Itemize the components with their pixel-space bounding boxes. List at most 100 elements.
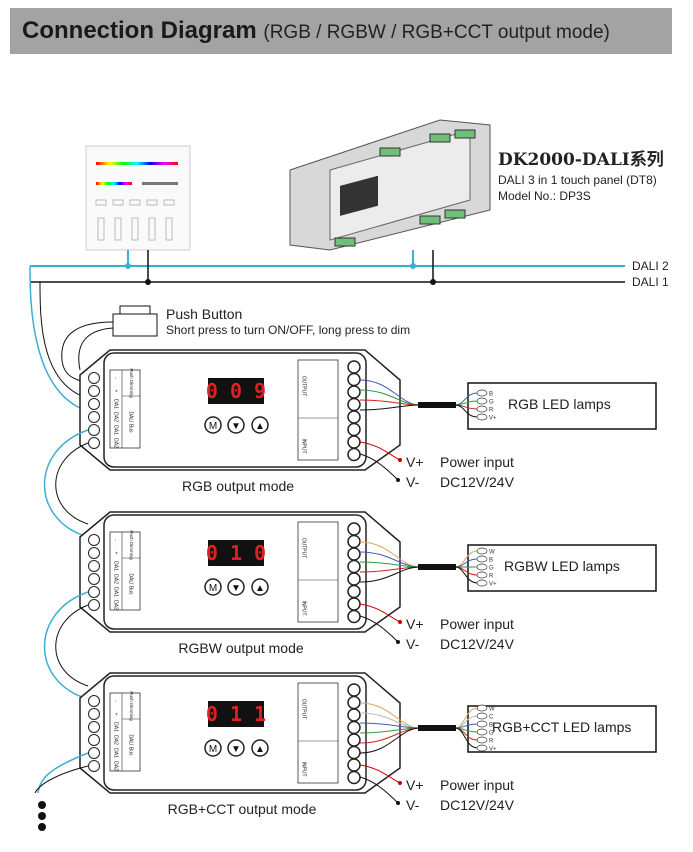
button-mode[interactable] bbox=[204, 416, 222, 434]
power-vplus-dot bbox=[398, 458, 402, 462]
output-terminal-screw bbox=[347, 385, 361, 399]
output-terminal-screw bbox=[347, 435, 361, 449]
terminal-label: + bbox=[113, 713, 119, 716]
input-label: INPUT bbox=[301, 762, 307, 777]
dali1-chain-wire bbox=[55, 604, 89, 687]
lamp-wire-V+ bbox=[454, 727, 479, 749]
input-terminal-screw bbox=[88, 734, 100, 746]
lamp-wire-label: R bbox=[489, 574, 494, 580]
power-vplus-dot bbox=[398, 620, 402, 624]
power-input-label: Power input bbox=[440, 454, 514, 470]
output-terminal-screw bbox=[347, 397, 361, 412]
button-down[interactable] bbox=[227, 739, 245, 757]
input-terminal-screw bbox=[88, 398, 100, 410]
push-dimming-label: Push Dimming bbox=[129, 530, 134, 560]
button-up[interactable] bbox=[251, 578, 269, 596]
output-terminal-screw bbox=[347, 745, 361, 760]
power-vminus-dot bbox=[396, 478, 400, 482]
button-mode[interactable] bbox=[204, 739, 222, 757]
bus-junction-dot bbox=[145, 279, 151, 285]
power-vplus-wire bbox=[359, 441, 401, 461]
input-terminal-screw bbox=[88, 385, 100, 397]
vplus-label: V+ bbox=[406, 454, 424, 470]
dali1-out-wire bbox=[34, 765, 89, 794]
power-vplus-wire bbox=[359, 603, 401, 623]
lamp-label: RGB LED lamps bbox=[508, 396, 611, 412]
output-label-block bbox=[297, 521, 339, 623]
input-terminal-screw bbox=[88, 708, 100, 720]
push-dimming-label: Push Dimming bbox=[129, 368, 134, 398]
input-terminal-screw bbox=[88, 599, 100, 611]
button-down[interactable] bbox=[227, 416, 245, 434]
output-terminal-screw bbox=[347, 372, 361, 387]
power-vminus-wire bbox=[359, 615, 399, 643]
input-label: INPUT bbox=[301, 439, 307, 454]
cable-sheath bbox=[418, 725, 456, 731]
mode-label: RGB output mode bbox=[182, 478, 295, 494]
button-label: M bbox=[209, 421, 217, 432]
vplus-label: V+ bbox=[406, 616, 424, 632]
input-terminal-screw bbox=[88, 534, 100, 546]
continuation-dot bbox=[38, 812, 46, 820]
cable-sheath bbox=[418, 402, 456, 408]
power-input-label: Power input bbox=[440, 777, 514, 793]
lamp-terminal bbox=[476, 571, 488, 579]
lamp-wire-label: G bbox=[489, 731, 494, 737]
power-vminus-dot bbox=[396, 640, 400, 644]
power-voltage-label: DC12V/24V bbox=[440, 797, 514, 813]
input-terminal-screw bbox=[88, 747, 100, 759]
lamp-terminal bbox=[476, 736, 488, 744]
terminal-label: - bbox=[113, 700, 119, 702]
terminal-label: DA2 bbox=[113, 735, 119, 745]
panel-zone-button bbox=[95, 199, 107, 206]
input-label: INPUT bbox=[301, 601, 307, 616]
button-up[interactable] bbox=[251, 416, 269, 434]
lamp-wire-label: V+ bbox=[489, 747, 497, 753]
lamp-box bbox=[467, 382, 657, 430]
input-terminal-label-block bbox=[109, 369, 141, 449]
button-up[interactable] bbox=[251, 739, 269, 757]
lamp-terminal bbox=[476, 712, 488, 720]
output-wire-V+ bbox=[359, 566, 421, 583]
push-button-desc: Short press to turn ON/OFF, long press t… bbox=[166, 323, 411, 337]
power-input-label: Power input bbox=[440, 616, 514, 632]
dali2-chain-wire bbox=[43, 429, 89, 538]
power-vminus-wire bbox=[359, 776, 399, 804]
button-label: M bbox=[209, 583, 217, 594]
vminus-label: V- bbox=[406, 474, 420, 490]
panel-zone-key bbox=[148, 217, 156, 241]
rgb-slider bbox=[96, 182, 132, 185]
power-vplus-wire bbox=[359, 764, 401, 784]
power-vminus-dot bbox=[396, 801, 400, 805]
lamp-wire-label: B bbox=[489, 392, 493, 398]
output-terminal-screw bbox=[347, 447, 361, 462]
led-display bbox=[208, 701, 264, 727]
push-button-title: Push Button bbox=[166, 306, 243, 322]
dali2-chain-wire bbox=[43, 591, 89, 700]
output-terminal-screw bbox=[347, 609, 361, 624]
input-terminal-screw bbox=[88, 372, 100, 384]
output-label: OUTPUT bbox=[301, 699, 307, 720]
input-terminal-screw bbox=[88, 547, 100, 559]
output-terminal-screw bbox=[347, 559, 361, 574]
lamp-wire-V+ bbox=[454, 566, 479, 584]
button-down[interactable] bbox=[227, 578, 245, 596]
terminal-label: + bbox=[113, 390, 119, 393]
lamp-terminal bbox=[476, 405, 488, 413]
button-mode[interactable] bbox=[204, 578, 222, 596]
output-wire-V+ bbox=[359, 404, 421, 411]
lamp-terminal bbox=[476, 389, 488, 397]
lamp-wire-label: B bbox=[489, 558, 493, 564]
input-terminal-screw bbox=[88, 573, 100, 585]
panel-zone-button bbox=[163, 199, 175, 206]
dali1-label: DALI 1 bbox=[632, 275, 669, 289]
input-terminal-screw bbox=[88, 411, 100, 423]
panel-zone-key bbox=[114, 217, 122, 241]
device-terminal bbox=[334, 237, 356, 247]
input-terminal-label-block bbox=[109, 692, 141, 772]
output-terminal-screw bbox=[347, 534, 361, 549]
output-wire-V+ bbox=[359, 727, 421, 754]
button-label: ▲ bbox=[255, 583, 265, 594]
vminus-label: V- bbox=[406, 636, 420, 652]
